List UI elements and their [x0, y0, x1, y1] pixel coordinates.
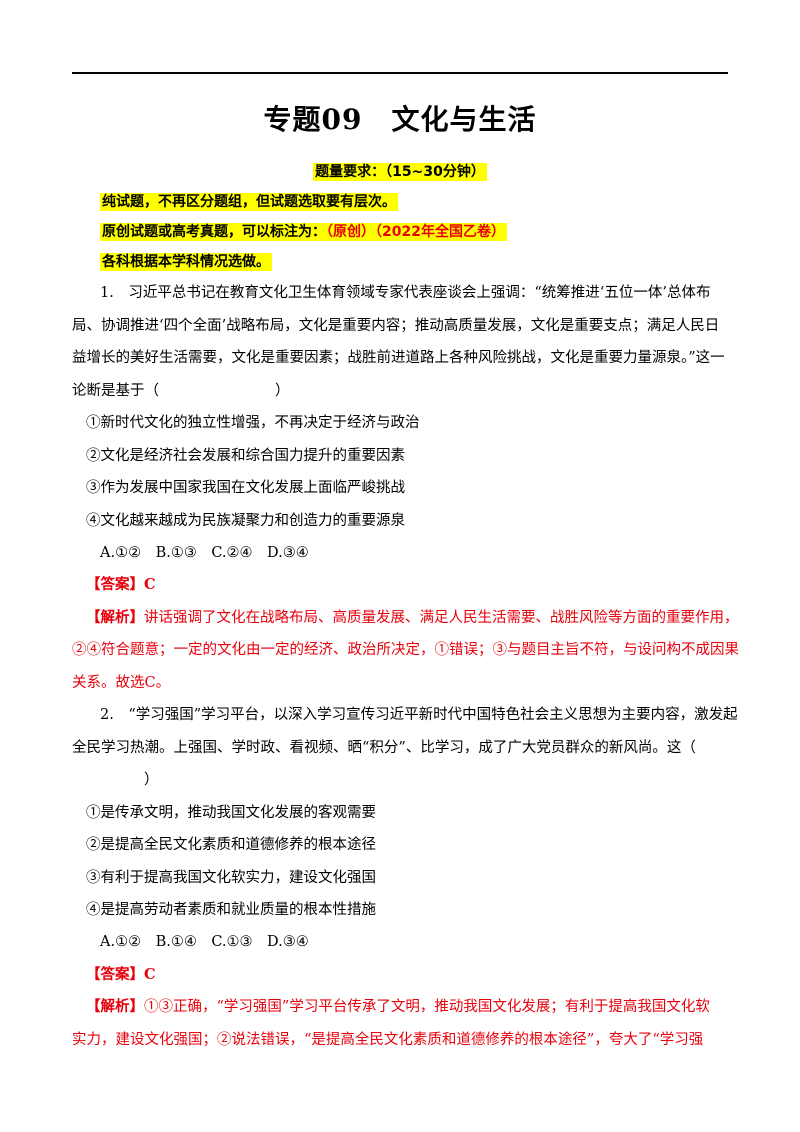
q2-option: ③有利于提高我国文化软实力，建设文化强国 — [86, 870, 376, 886]
header-rule — [72, 72, 728, 74]
q1-stem-line: 1. 习近平总书记在教育文化卫生体育领域专家代表座谈会上强调：“统筹推进‘五位一… — [100, 285, 711, 301]
q1-answer: 【答案】C — [86, 576, 156, 593]
q1-stem-line: 益增长的美好生活需要，文化是重要因素；战胜前进道路上各种风险挑战，文化是重要力量… — [72, 350, 725, 366]
q2-option: ①是传承文明，推动我国文化发展的客观需要 — [86, 805, 376, 821]
time-requirement-highlight: 题量要求：（15~30分钟） — [313, 163, 487, 181]
q2-choices: A.①② B.①④ C.①③ D.③④ — [100, 934, 309, 950]
q2-stem-line: 全民学习热潮。上强国、学时政、看视频、晒“积分”、比学习，成了广大党员群众的新风… — [72, 740, 696, 756]
q2-option: ④是提高劳动者素质和就业质量的根本性措施 — [86, 902, 376, 918]
q1-stem-line: 局、协调推进‘四个全面’战略布局，文化是重要内容；推动高质量发展，文化是重要支点… — [72, 318, 720, 334]
q2-answer: 【答案】C — [86, 966, 156, 983]
q1-analysis: 【解析】讲话强调了文化在战略布局、高质量发展、满足人民生活需要、战胜风险等方面的… — [86, 609, 739, 626]
q2-option: ②是提高全民文化素质和道德修养的根本途径 — [86, 837, 376, 853]
q1-option: ④文化越来越成为民族凝聚力和创造力的重要源泉 — [86, 513, 405, 529]
q2-analysis: 【解析】①③正确，“学习强国”学习平台传承了文明，推动我国文化发展；有利于提高我… — [86, 998, 710, 1015]
q1-option: ②文化是经济社会发展和综合国力提升的重要因素 — [86, 448, 405, 464]
requirements-time: 题量要求：（15~30分钟） — [0, 162, 800, 182]
q1-stem-line: 论断是基于（ ） — [72, 383, 290, 399]
q1-analysis-line: 关系。故选C。 — [72, 675, 171, 691]
requirements-line-2: 原创试题或高考真题，可以标注为：（原创）（2022年全国乙卷） — [100, 223, 507, 241]
q2-analysis-line: 实力，建设文化强国；②说法错误，“是提高全民文化素质和道德修养的根本途径”，夸大… — [72, 1032, 704, 1048]
requirements-line-1: 纯试题，不再区分题组，但试题选取要有层次。 — [100, 193, 398, 211]
q2-stem-line: 2. “学习强国”学习平台，以深入学习宣传习近平新时代中国特色社会主义思想为主要… — [100, 707, 738, 723]
page-title: 专题09 文化与生活 — [263, 103, 537, 136]
q1-choices: A.①② B.①③ C.②④ D.③④ — [100, 545, 309, 561]
q1-option: ①新时代文化的独立性增强，不再决定于经济与政治 — [86, 415, 420, 431]
q1-analysis-line: ②④符合题意；一定的文化由一定的经济、政治所决定，①错误；③与题目主旨不符，与设… — [72, 642, 739, 658]
q2-stem-line: ） — [86, 772, 159, 788]
q1-option: ③作为发展中国家我国在文化发展上面临严峻挑战 — [86, 480, 405, 496]
requirements-line-3: 各科根据本学科情况选做。 — [100, 253, 272, 271]
